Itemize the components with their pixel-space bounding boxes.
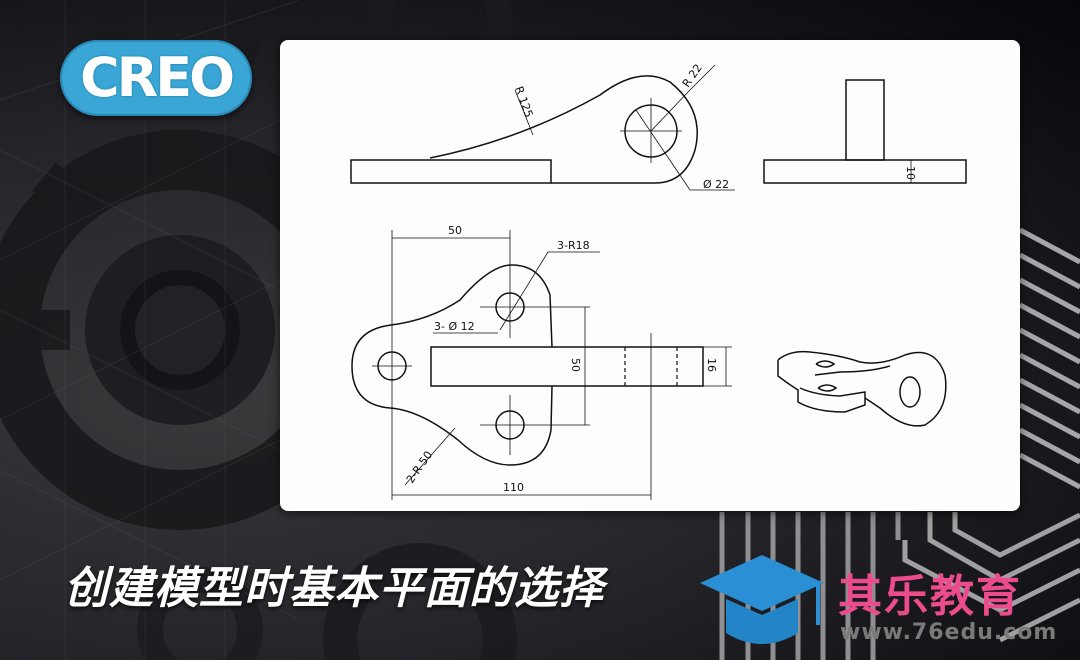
dim-16: 16 [705, 358, 718, 372]
dim-2-r50: 2-R 50 [404, 449, 435, 486]
creo-logo: CREO [60, 40, 252, 116]
side-view [763, 79, 967, 184]
dim-50-vertical: 50 [569, 358, 582, 372]
dim-3-d12: 3- Ø 12 [434, 320, 475, 333]
graduation-cap-icon [700, 555, 824, 644]
dim-d22: Ø 22 [703, 178, 729, 191]
brand-url: www.76edu.com [840, 620, 1058, 645]
isometric-view [777, 350, 947, 427]
front-view [350, 64, 735, 191]
logo-text: CREO [79, 46, 235, 109]
dim-10: 10 [904, 166, 917, 180]
top-view [351, 230, 732, 500]
page-title: 创建模型时基本平面的选择 [64, 563, 604, 614]
dim-110: 110 [503, 481, 524, 494]
engineering-drawing-card: R 125 R 22 Ø 22 10 [280, 40, 1020, 511]
dim-3-r18: 3-R18 [557, 239, 590, 252]
brand-name: 其乐教育 [838, 571, 1022, 622]
dim-r125: R 125 [512, 85, 535, 120]
dim-50-top: 50 [448, 224, 462, 237]
dim-r22: R 22 [680, 62, 705, 90]
